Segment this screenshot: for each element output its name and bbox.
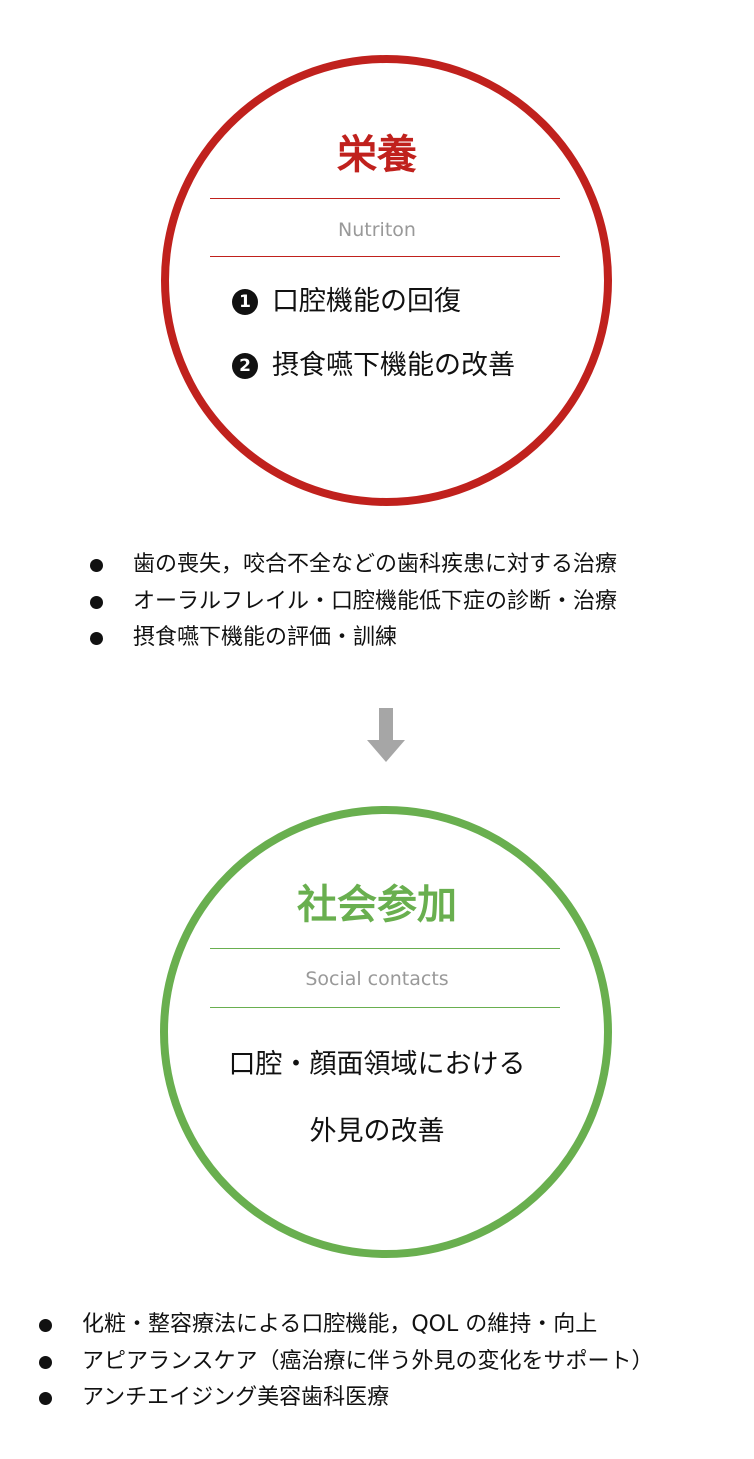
divider (210, 948, 560, 949)
bullet-text: オーラルフレイル・口腔機能低下症の診断・治療 (133, 589, 618, 614)
nutrition-subtitle: Nutriton (338, 219, 416, 241)
nutrition-item: 2 摂食嚥下機能の改善 (232, 349, 515, 383)
number-badge: 1 (232, 289, 258, 315)
social-line: 外見の改善 (309, 1116, 445, 1147)
nutrition-item: 1 口腔機能の回復 (232, 285, 461, 319)
bullet-text: 化粧・整容療法による口腔機能，QOL の維持・向上 (82, 1312, 598, 1337)
social-circle (160, 806, 612, 1258)
bullet-text: 摂食嚥下機能の評価・訓練 (133, 625, 398, 650)
number-badge: 2 (232, 353, 258, 379)
bullet-item: アンチエイジング美容歯科医療 (39, 1383, 389, 1413)
social-line: 口腔・顔面領域における (228, 1049, 526, 1080)
social-subtitle: Social contacts (305, 968, 449, 990)
bullet-text: アンチエイジング美容歯科医療 (82, 1385, 390, 1410)
divider (210, 198, 560, 199)
bullet-item: オーラルフレイル・口腔機能低下症の診断・治療 (90, 587, 617, 617)
item-label: 口腔機能の回復 (272, 286, 461, 317)
bullet-item: 化粧・整容療法による口腔機能，QOL の維持・向上 (39, 1310, 597, 1340)
bullet-item: アピアランスケア（癌治療に伴う外見の変化をサポート） (39, 1347, 654, 1377)
divider (210, 1007, 560, 1008)
social-title: 社会参加 (297, 882, 457, 928)
bullet-item: 歯の喪失，咬合不全などの歯科疾患に対する治療 (90, 550, 617, 580)
nutrition-circle (161, 55, 612, 506)
bullet-text: 歯の喪失，咬合不全などの歯科疾患に対する治療 (133, 552, 618, 577)
arrow-down-icon (367, 708, 405, 762)
item-label: 摂食嚥下機能の改善 (272, 350, 515, 381)
nutrition-title: 栄養 (337, 132, 417, 178)
bullet-text: アピアランスケア（癌治療に伴う外見の変化をサポート） (82, 1349, 654, 1374)
divider (210, 256, 560, 257)
bullet-item: 摂食嚥下機能の評価・訓練 (90, 623, 397, 653)
